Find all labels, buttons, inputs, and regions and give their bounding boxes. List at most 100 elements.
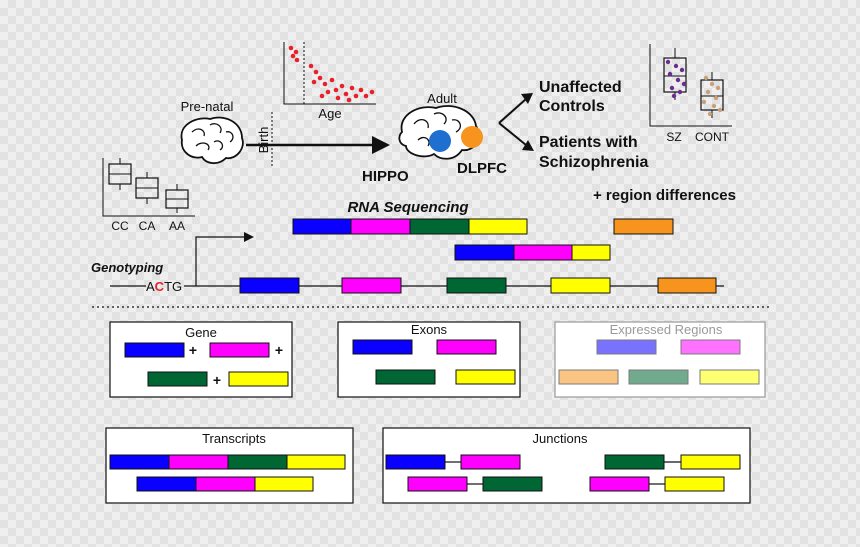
- sz-dot: [677, 89, 683, 95]
- exon-bar-blue: [352, 339, 413, 355]
- sz-label: SZ: [666, 130, 681, 144]
- age-dot: [294, 57, 300, 63]
- gene-plus-2: +: [275, 342, 283, 358]
- read-1-green: [409, 218, 470, 235]
- cont-dot: [715, 85, 721, 91]
- transcripts-panel-title: Transcripts: [202, 431, 266, 446]
- sequence-prefix: ACTG: [146, 279, 182, 294]
- exons-panel: Exons: [337, 321, 521, 398]
- rna-seq-title: RNA Sequencing: [347, 199, 468, 216]
- cont-dots: [701, 75, 723, 117]
- sz-dot: [675, 77, 681, 83]
- transcripts-panel: Transcripts: [105, 427, 354, 504]
- exon-bar-magenta: [436, 339, 497, 355]
- junction-exon-magenta: [460, 454, 521, 470]
- gene-plus-1: +: [189, 342, 197, 358]
- junctions-panel-title: Junctions: [533, 431, 588, 446]
- sz-dot: [671, 93, 677, 99]
- age-dot: [369, 89, 375, 95]
- age-dot: [293, 49, 299, 55]
- er-bar-orange: [558, 369, 619, 385]
- adult-label: Adult: [427, 91, 457, 106]
- gene-model-exons: [239, 277, 717, 294]
- gene-bar-blue: [124, 342, 185, 358]
- age-dot: [363, 93, 369, 99]
- gene-plus-3: +: [213, 372, 221, 388]
- age-dots: [288, 45, 375, 103]
- cont-dot: [717, 107, 723, 113]
- age-dot: [329, 77, 335, 83]
- hippo-region-marker: [429, 130, 451, 152]
- transcript-2-yellow: [254, 476, 314, 492]
- cont-dot: [701, 99, 707, 105]
- age-dot: [358, 87, 364, 93]
- patients-label-line1: Patients with: [539, 134, 638, 151]
- junction-exon-green: [604, 454, 665, 470]
- read-2-magenta: [513, 244, 573, 261]
- junction-exon-yellow: [680, 454, 741, 470]
- transcript-2-blue: [136, 476, 197, 492]
- age-dot: [308, 63, 314, 69]
- cont-dot: [709, 81, 715, 87]
- expressed-regions-panel-title: Expressed Regions: [610, 322, 723, 337]
- transcript-1-green: [227, 454, 288, 470]
- cont-dot: [713, 95, 719, 101]
- cont-dot: [711, 103, 717, 109]
- gene-exon-magenta: [341, 277, 402, 294]
- age-dot: [317, 75, 323, 81]
- age-dot: [288, 45, 294, 51]
- timeline-arrow: [246, 136, 390, 154]
- sz-dot: [667, 71, 673, 77]
- gene-bar-yellow: [228, 371, 289, 387]
- age-dot: [325, 89, 331, 95]
- read-1-yellow: [468, 218, 528, 235]
- gene-exon-orange: [657, 277, 717, 294]
- cont-dot: [703, 75, 709, 81]
- read-1-blue: [292, 218, 352, 235]
- age-expression-plot: Age: [283, 42, 376, 121]
- genotype-aa-label: AA: [169, 219, 185, 233]
- exon-bar-green: [375, 369, 436, 385]
- read-2-yellow: [571, 244, 611, 261]
- expressed-regions-bars: [558, 339, 760, 385]
- hippo-label: HIPPO: [362, 168, 409, 185]
- rna-seq-reads: [292, 218, 674, 261]
- age-dot: [322, 81, 328, 87]
- cont-dot: [705, 89, 711, 95]
- transcript-2-magenta: [195, 476, 256, 492]
- sequence-base-a: A: [146, 279, 155, 294]
- snp-highlight: C: [155, 279, 165, 294]
- gene-exon-blue: [239, 277, 300, 294]
- read-2-blue: [454, 244, 515, 261]
- transcript-1-magenta: [168, 454, 229, 470]
- genotype-sequence: ACTG: [110, 279, 182, 294]
- sz-dot: [673, 63, 679, 69]
- region-differences-label: + region differences: [593, 187, 736, 204]
- sz-dots: [665, 59, 687, 99]
- junctions-panel-bars: [385, 454, 741, 492]
- gene-bar-magenta: [209, 342, 270, 358]
- age-dot: [335, 95, 341, 101]
- prenatal-brain-icon: [180, 116, 244, 165]
- controls-label-line1: Unaffected: [539, 79, 622, 96]
- exon-bar-yellow: [455, 369, 516, 385]
- patients-label-line2: Schizophrenia: [539, 154, 648, 171]
- diagnosis-boxplot: SZ CONT: [649, 44, 732, 144]
- age-dot: [290, 53, 296, 59]
- age-dot: [339, 83, 345, 89]
- age-dot: [343, 91, 349, 97]
- gene-exon-yellow: [550, 277, 611, 294]
- genotype-boxplot: CC CA AA: [102, 158, 195, 233]
- age-dot: [349, 85, 355, 91]
- age-dot: [319, 93, 325, 99]
- junctions-panel: Junctions: [382, 427, 751, 504]
- age-dot: [313, 69, 319, 75]
- junction-exon-magenta: [589, 476, 650, 492]
- genotype-cc-label: CC: [111, 219, 129, 233]
- sz-dot: [665, 59, 671, 65]
- junction-exon-yellow: [664, 476, 725, 492]
- genotype-ca-label: CA: [139, 219, 156, 233]
- dlpfc-region-marker: [461, 126, 483, 148]
- birth-label: Birth: [256, 127, 271, 154]
